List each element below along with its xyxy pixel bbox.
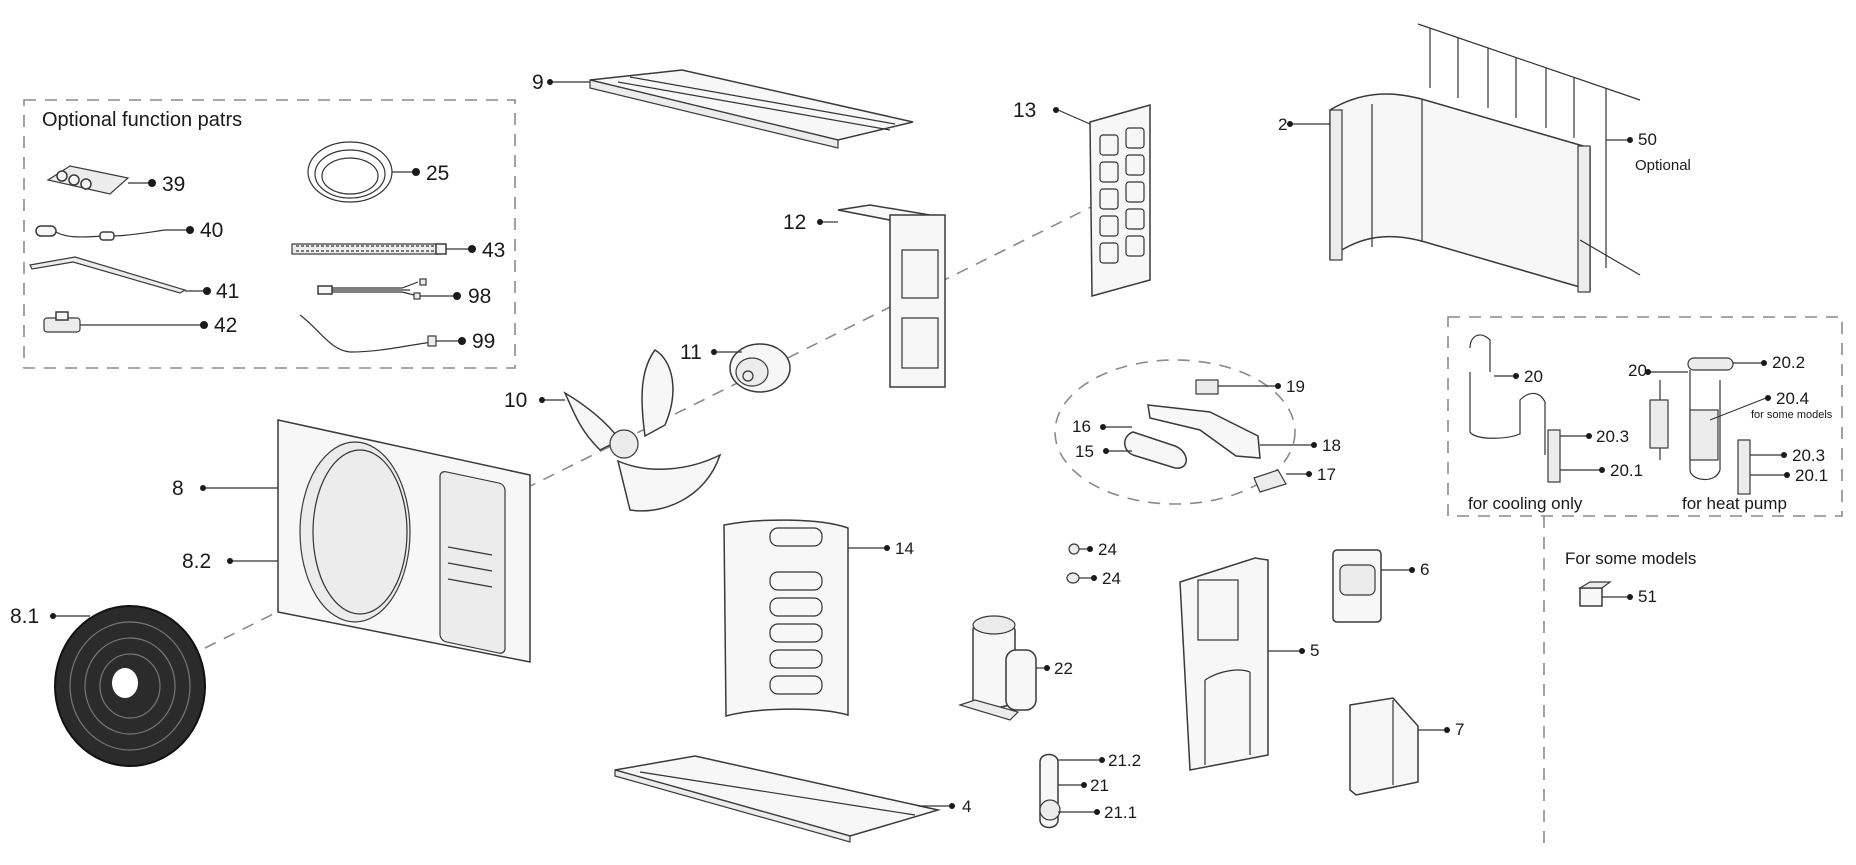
- label-24-top: 24: [1098, 540, 1117, 559]
- label-42: 42: [214, 314, 238, 337]
- part-42-terminal-block: [43, 311, 202, 333]
- caption-cooling-only: for cooling only: [1468, 494, 1583, 513]
- label-20-cooling: 20: [1524, 367, 1543, 386]
- label-2: 2: [1278, 115, 1288, 134]
- label-11: 11: [680, 341, 702, 364]
- part-25-coiled-pipe: [307, 141, 414, 203]
- label-21-1: 21.1: [1104, 803, 1138, 822]
- part-41-heating-wire: [29, 256, 205, 294]
- electrical-box-group: [1054, 359, 1296, 505]
- label-9: 9: [532, 71, 544, 94]
- part-12-motor-bracket: [822, 204, 946, 388]
- fan-axis-line: [204, 204, 1096, 649]
- part-4-base-pan: [614, 755, 950, 843]
- caption-heat-pump: for heat pump: [1682, 494, 1787, 513]
- part-22-compressor: [958, 615, 1045, 721]
- label-19: 19: [1286, 377, 1305, 396]
- heat-pump-valve: [1649, 357, 1785, 495]
- label-10: 10: [504, 389, 528, 412]
- label-21-2: 21.2: [1108, 751, 1142, 770]
- label-17: 17: [1317, 465, 1336, 484]
- optional-parts-box: [23, 99, 516, 369]
- part-19-relay: [1195, 379, 1276, 395]
- part-11-fan-motor: [716, 343, 791, 393]
- part-18-control-board: [1147, 404, 1312, 459]
- label-6: 6: [1420, 560, 1430, 579]
- label-12: 12: [783, 211, 807, 234]
- part-13-grille: [1057, 104, 1151, 297]
- label-optional: Optional: [1635, 157, 1691, 174]
- label-20-4: 20.4: [1776, 389, 1810, 408]
- label-8-2: 8.2: [182, 550, 212, 573]
- label-7: 7: [1455, 720, 1465, 739]
- part-5-side-panel: [1179, 557, 1300, 771]
- label-40: 40: [200, 219, 224, 242]
- part-6-handle: [1332, 549, 1410, 623]
- label-98: 98: [468, 285, 492, 308]
- label-14: 14: [895, 539, 914, 558]
- part-7-valve-cover: [1349, 697, 1445, 796]
- label-8-1: 8.1: [10, 605, 40, 628]
- part-99-wire-harness: [299, 314, 460, 353]
- label-5: 5: [1310, 641, 1320, 660]
- part-14-partition: [723, 519, 885, 717]
- label-25: 25: [426, 162, 450, 185]
- part-21-valve-assembly: [1039, 753, 1100, 829]
- part-8-front-panel: [205, 419, 531, 663]
- part-50-wire-guard: [1417, 23, 1641, 276]
- label-22: 22: [1054, 659, 1073, 678]
- optional-parts-title: Optional function patrs: [42, 109, 243, 131]
- label-16: 16: [1072, 417, 1091, 436]
- label-20-heatpump: 20: [1628, 361, 1647, 380]
- label-24-bottom: 24: [1102, 569, 1121, 588]
- part-15-16-capacitor: [1105, 426, 1187, 469]
- part-8-1-fan-grille: [54, 605, 206, 767]
- part-39-control-board: [46, 165, 150, 195]
- label-39: 39: [162, 173, 186, 196]
- label-20-1-cooling: 20.1: [1610, 461, 1644, 480]
- label-41: 41: [216, 280, 240, 303]
- label-20-2: 20.2: [1772, 353, 1806, 372]
- valve-assembly-box: [1447, 316, 1843, 517]
- label-8: 8: [172, 477, 184, 500]
- part-51-reactor: [1577, 581, 1628, 607]
- part-2-condenser-coil: [1292, 93, 1591, 293]
- label-21: 21: [1090, 776, 1109, 795]
- part-10-fan-blade: [544, 349, 722, 512]
- part-40-sensor-cable: [35, 225, 188, 241]
- label-20-3-heatpump: 20.3: [1792, 446, 1826, 465]
- cooling-only-valve: [1469, 334, 1600, 483]
- part-98-wire-harness: [317, 278, 455, 300]
- label-43: 43: [482, 239, 506, 262]
- label-20-1-heatpump: 20.1: [1795, 466, 1829, 485]
- label-20-3-cooling: 20.3: [1596, 427, 1630, 446]
- note-20-4-some-models: for some models: [1751, 409, 1833, 421]
- label-18: 18: [1322, 436, 1341, 455]
- label-15: 15: [1075, 442, 1094, 461]
- label-13: 13: [1013, 99, 1037, 122]
- label-50: 50: [1638, 130, 1657, 149]
- leader-dots: [50, 79, 1790, 815]
- part-24-nuts: [1066, 543, 1092, 584]
- label-4: 4: [962, 797, 972, 816]
- part-17-terminal: [1253, 469, 1307, 493]
- label-51: 51: [1638, 587, 1657, 606]
- part-43-heater-strip: [291, 243, 470, 255]
- some-models-title: For some models: [1565, 549, 1697, 568]
- part-9-top-cover: [552, 69, 914, 149]
- label-99: 99: [472, 330, 496, 353]
